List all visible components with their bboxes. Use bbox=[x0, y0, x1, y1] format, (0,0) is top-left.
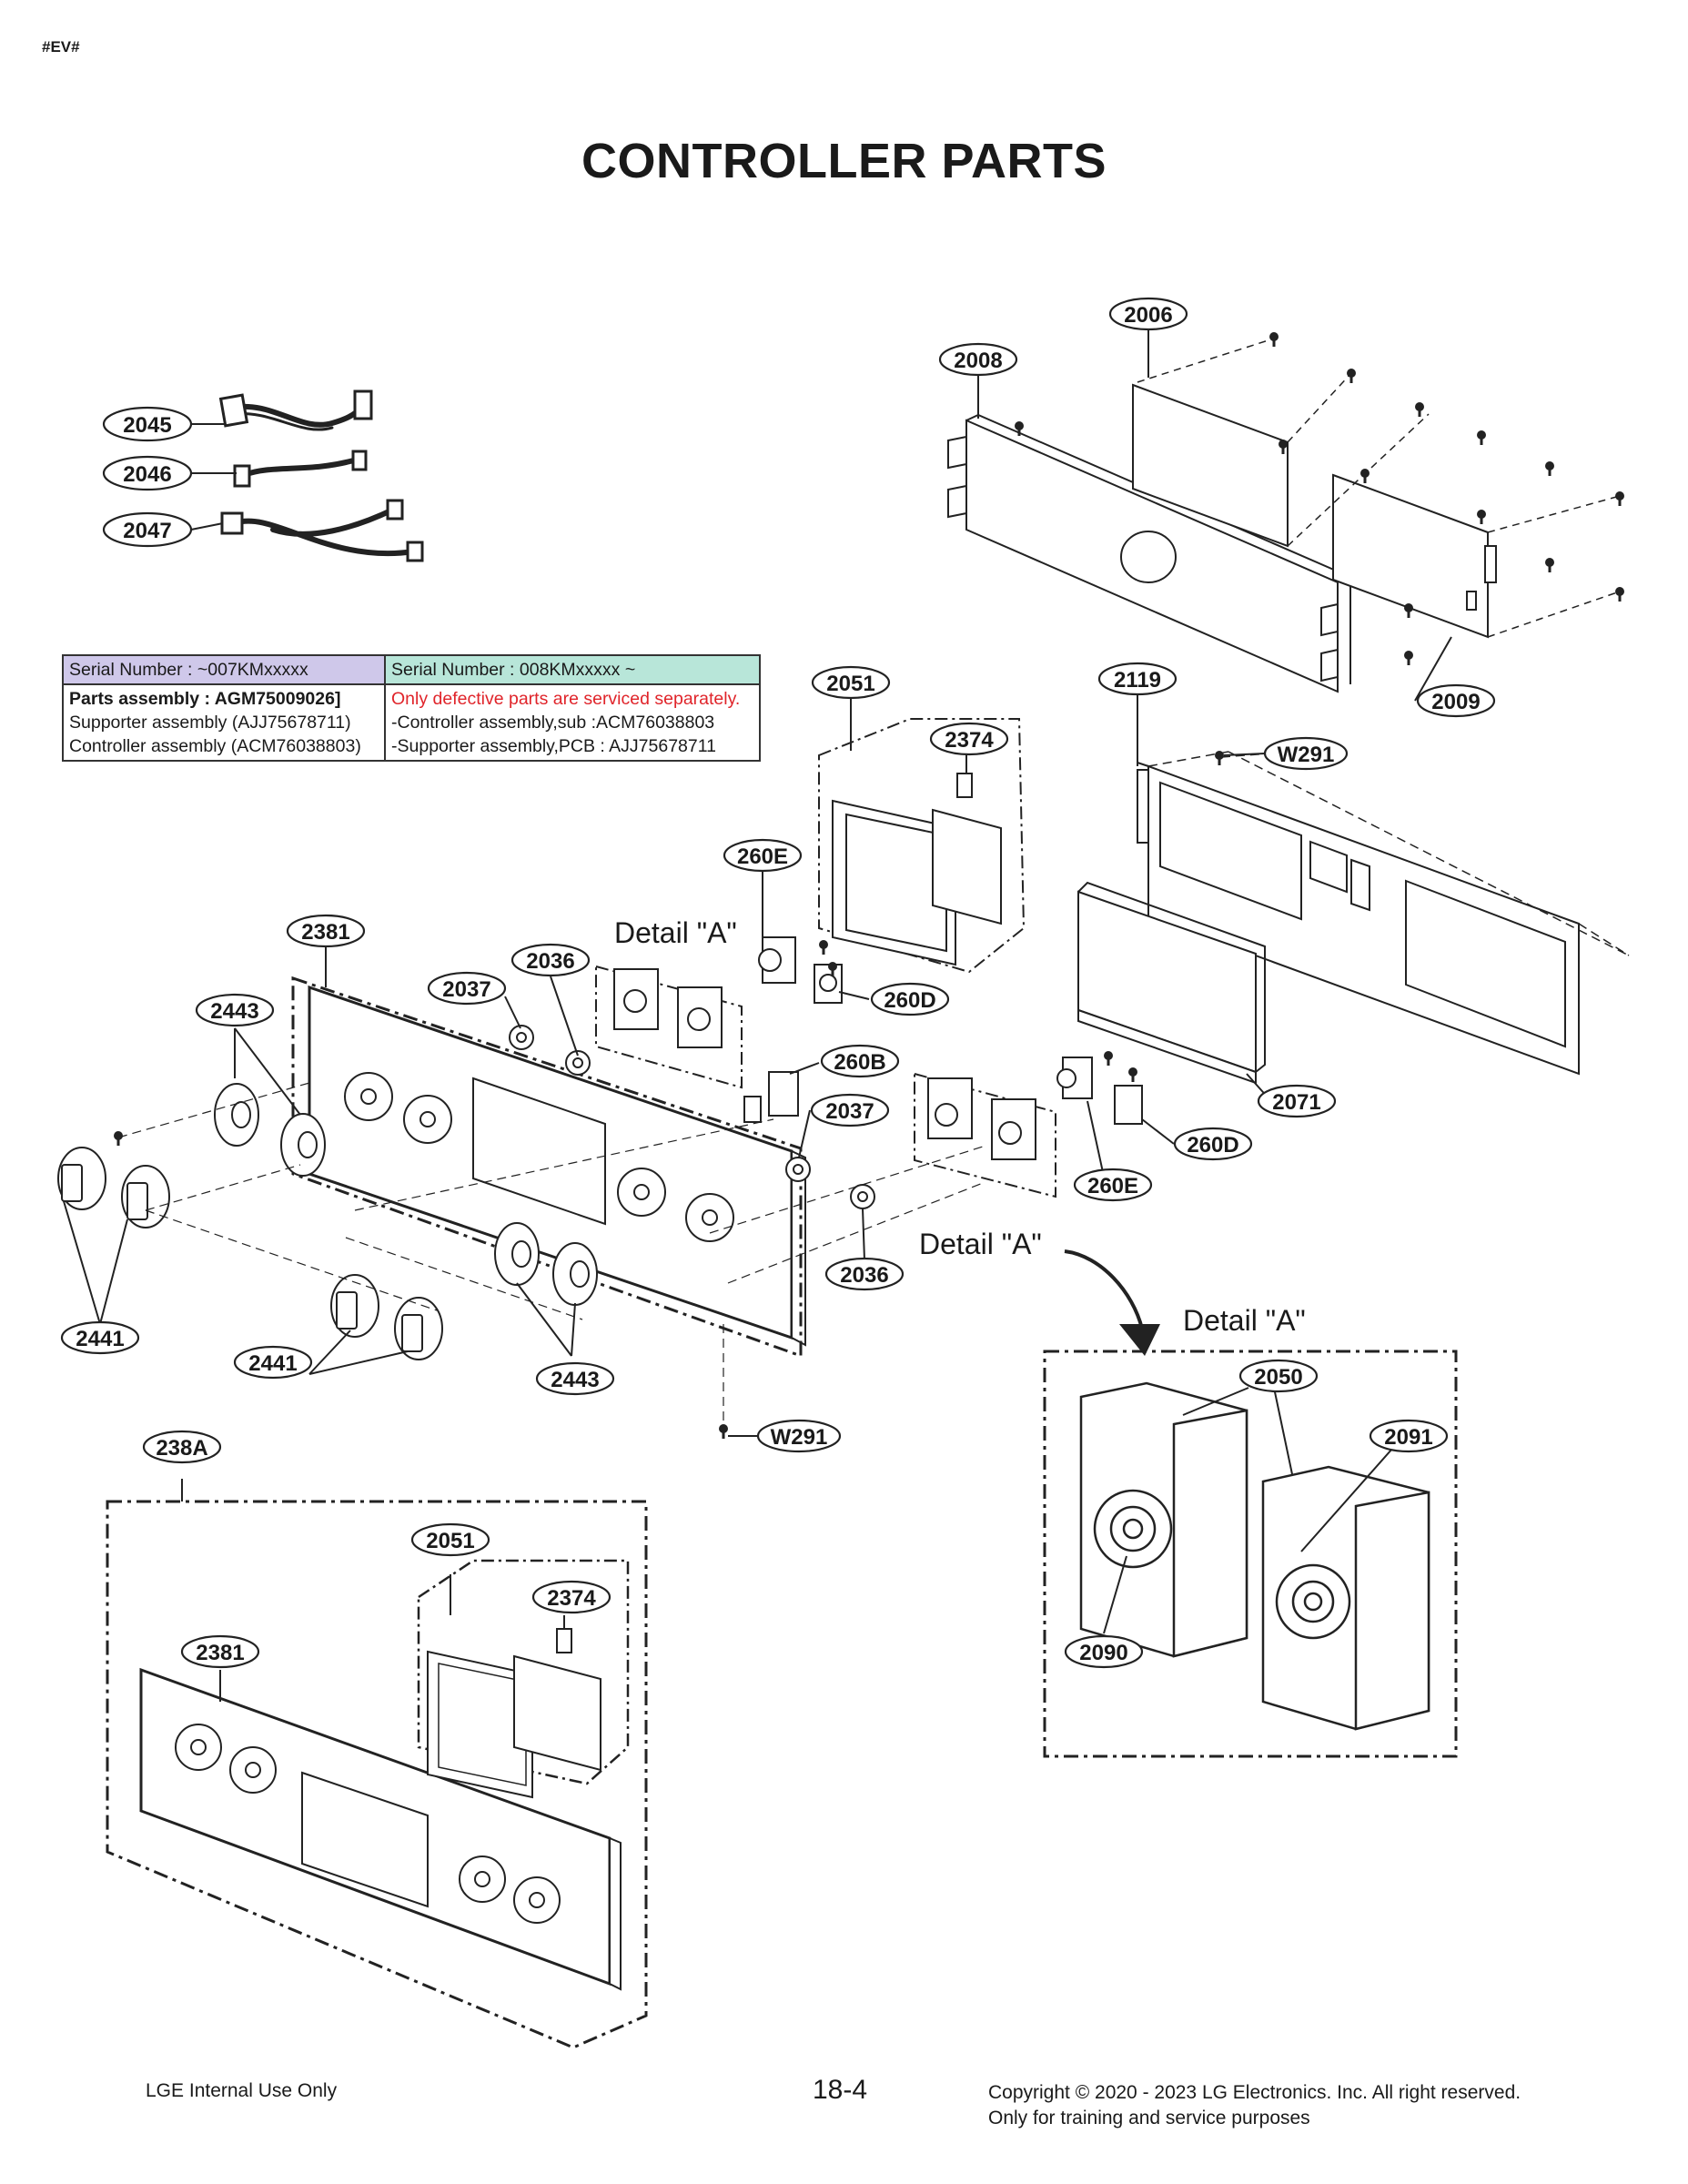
callout-238a: 238A bbox=[156, 1436, 207, 1461]
controller-assembly-sub-line: -Controller assembly,sub :ACM76038803 bbox=[391, 713, 715, 733]
callout-2037-mid: 2037 bbox=[825, 1099, 874, 1124]
callout-2374-top: 2374 bbox=[945, 728, 994, 753]
callout-2441-mid: 2441 bbox=[248, 1351, 297, 1376]
harness-2045 bbox=[229, 398, 367, 428]
callout-2009: 2009 bbox=[1431, 690, 1480, 714]
callout-2443-left: 2443 bbox=[210, 999, 258, 1024]
harness-2046 bbox=[241, 457, 359, 478]
detail-a-middle-knob-group bbox=[914, 1057, 1143, 1198]
callout-2443-bottom: 2443 bbox=[551, 1368, 599, 1392]
detail-label-middle: Detail "A" bbox=[919, 1228, 1042, 1260]
screw-w291-icon bbox=[1215, 751, 1224, 765]
callout-2047: 2047 bbox=[123, 519, 171, 543]
callout-2441-left: 2441 bbox=[76, 1327, 124, 1351]
header-code: #EV# bbox=[42, 38, 80, 56]
supporter-assembly-line: Supporter assembly (AJJ75678711) bbox=[69, 713, 351, 733]
callout-2006: 2006 bbox=[1124, 303, 1172, 328]
callout-2381-top: 2381 bbox=[301, 920, 349, 945]
detail-label-box: Detail "A" bbox=[1183, 1304, 1306, 1337]
switches bbox=[509, 1025, 875, 1209]
knob-holes bbox=[344, 1072, 734, 1242]
screws-top bbox=[1137, 338, 1621, 638]
knob-bezels-2443 bbox=[214, 1083, 598, 1306]
serial-col1-header: Serial Number : ~007KMxxxxx bbox=[62, 654, 386, 685]
cover-guide-lines bbox=[1147, 751, 1630, 956]
callout-w291-top: W291 bbox=[1278, 743, 1335, 767]
copyright-line: Copyright © 2020 - 2023 LG Electronics. … bbox=[988, 2082, 1521, 2103]
callout-ellipses bbox=[60, 297, 1496, 1669]
detail-arrow bbox=[1064, 1249, 1144, 1330]
callout-2036-top: 2036 bbox=[526, 949, 574, 974]
page-title: CONTROLLER PARTS bbox=[581, 134, 1107, 188]
defective-parts-note: Only defective parts are serviced separa… bbox=[391, 689, 741, 709]
knob-holder-2050 bbox=[1079, 1381, 1248, 1658]
front-panel-2381 bbox=[291, 976, 806, 1359]
panel-guide-lines bbox=[117, 1082, 984, 1429]
callout-2046: 2046 bbox=[123, 462, 171, 487]
serial-col1-body: Parts assembly : AGM75009026] Supporter … bbox=[62, 683, 386, 762]
parts-assembly-line: Parts assembly : AGM75009026] bbox=[69, 689, 341, 709]
supporter-assembly-pcb-line: -Supporter assembly,PCB : AJJ75678711 bbox=[391, 736, 716, 756]
callout-2374-bottom: 2374 bbox=[547, 1586, 596, 1611]
harness-2047 bbox=[232, 507, 417, 557]
callout-260d-right: 260D bbox=[1187, 1133, 1238, 1158]
encoder-260E-top bbox=[758, 936, 843, 1004]
callout-2037-top: 2037 bbox=[442, 977, 490, 1002]
callout-labels: 2006 2008 2009 2045 2046 2047 2051 2374 … bbox=[76, 303, 1480, 1665]
callout-260e-right: 260E bbox=[1087, 1174, 1138, 1198]
callout-260d-top: 260D bbox=[884, 988, 935, 1013]
display-window bbox=[472, 1077, 606, 1226]
callout-2119: 2119 bbox=[1114, 668, 1161, 693]
callout-2090: 2090 bbox=[1079, 1641, 1127, 1665]
detail-a-upper-knob-group bbox=[595, 965, 743, 1089]
controller-bracket-assembly bbox=[947, 383, 1497, 693]
display-board-2051-upper bbox=[818, 718, 1026, 974]
callout-260e-top: 260E bbox=[737, 844, 788, 869]
callout-2036-bottom: 2036 bbox=[840, 1263, 888, 1288]
callout-260b: 260B bbox=[834, 1050, 885, 1075]
detail-a-box bbox=[1043, 1350, 1458, 1758]
training-line: Only for training and service purposes bbox=[988, 2108, 1310, 2128]
footer-page-number: 18-4 bbox=[813, 2075, 868, 2105]
pcb-2009 bbox=[1332, 473, 1489, 639]
detail-label-upper: Detail "A" bbox=[614, 916, 737, 949]
wire-harnesses bbox=[218, 389, 424, 562]
serial-col2-body: Only defective parts are serviced separa… bbox=[384, 683, 761, 762]
serial-number-table: Serial Number : ~007KMxxxxx Serial Numbe… bbox=[62, 654, 761, 762]
cover-2119 bbox=[1137, 762, 1580, 1076]
leader-lines bbox=[63, 328, 1452, 1702]
panel-2071 bbox=[1077, 881, 1266, 1085]
knob-holder-2091 bbox=[1261, 1465, 1430, 1731]
callout-w291-bottom: W291 bbox=[771, 1425, 828, 1450]
callout-2051-top: 2051 bbox=[826, 672, 874, 696]
callout-2091: 2091 bbox=[1384, 1425, 1432, 1450]
detail-labels: Detail "A" Detail "A" Detail "A" bbox=[614, 916, 1306, 1337]
callout-2045: 2045 bbox=[123, 413, 171, 438]
callout-2381-bottom: 2381 bbox=[196, 1641, 244, 1665]
callout-2008: 2008 bbox=[954, 349, 1002, 373]
board-260B bbox=[743, 1071, 799, 1123]
footer-internal-use: LGE Internal Use Only bbox=[146, 2080, 338, 2101]
callout-2071: 2071 bbox=[1272, 1090, 1320, 1115]
controller-assembly-line: Controller assembly (ACM76038803) bbox=[69, 736, 361, 756]
serial-col2-header: Serial Number : 008KMxxxxx ~ bbox=[384, 654, 761, 685]
callout-2051-bottom: 2051 bbox=[426, 1529, 474, 1553]
knobs-2441 bbox=[57, 1147, 443, 1360]
bracket-hole bbox=[1120, 531, 1177, 583]
assembly-238A-box bbox=[106, 1500, 648, 2049]
callout-2050: 2050 bbox=[1254, 1365, 1302, 1390]
footer-copyright: Copyright © 2020 - 2023 LG Electronics. … bbox=[988, 2080, 1521, 2131]
